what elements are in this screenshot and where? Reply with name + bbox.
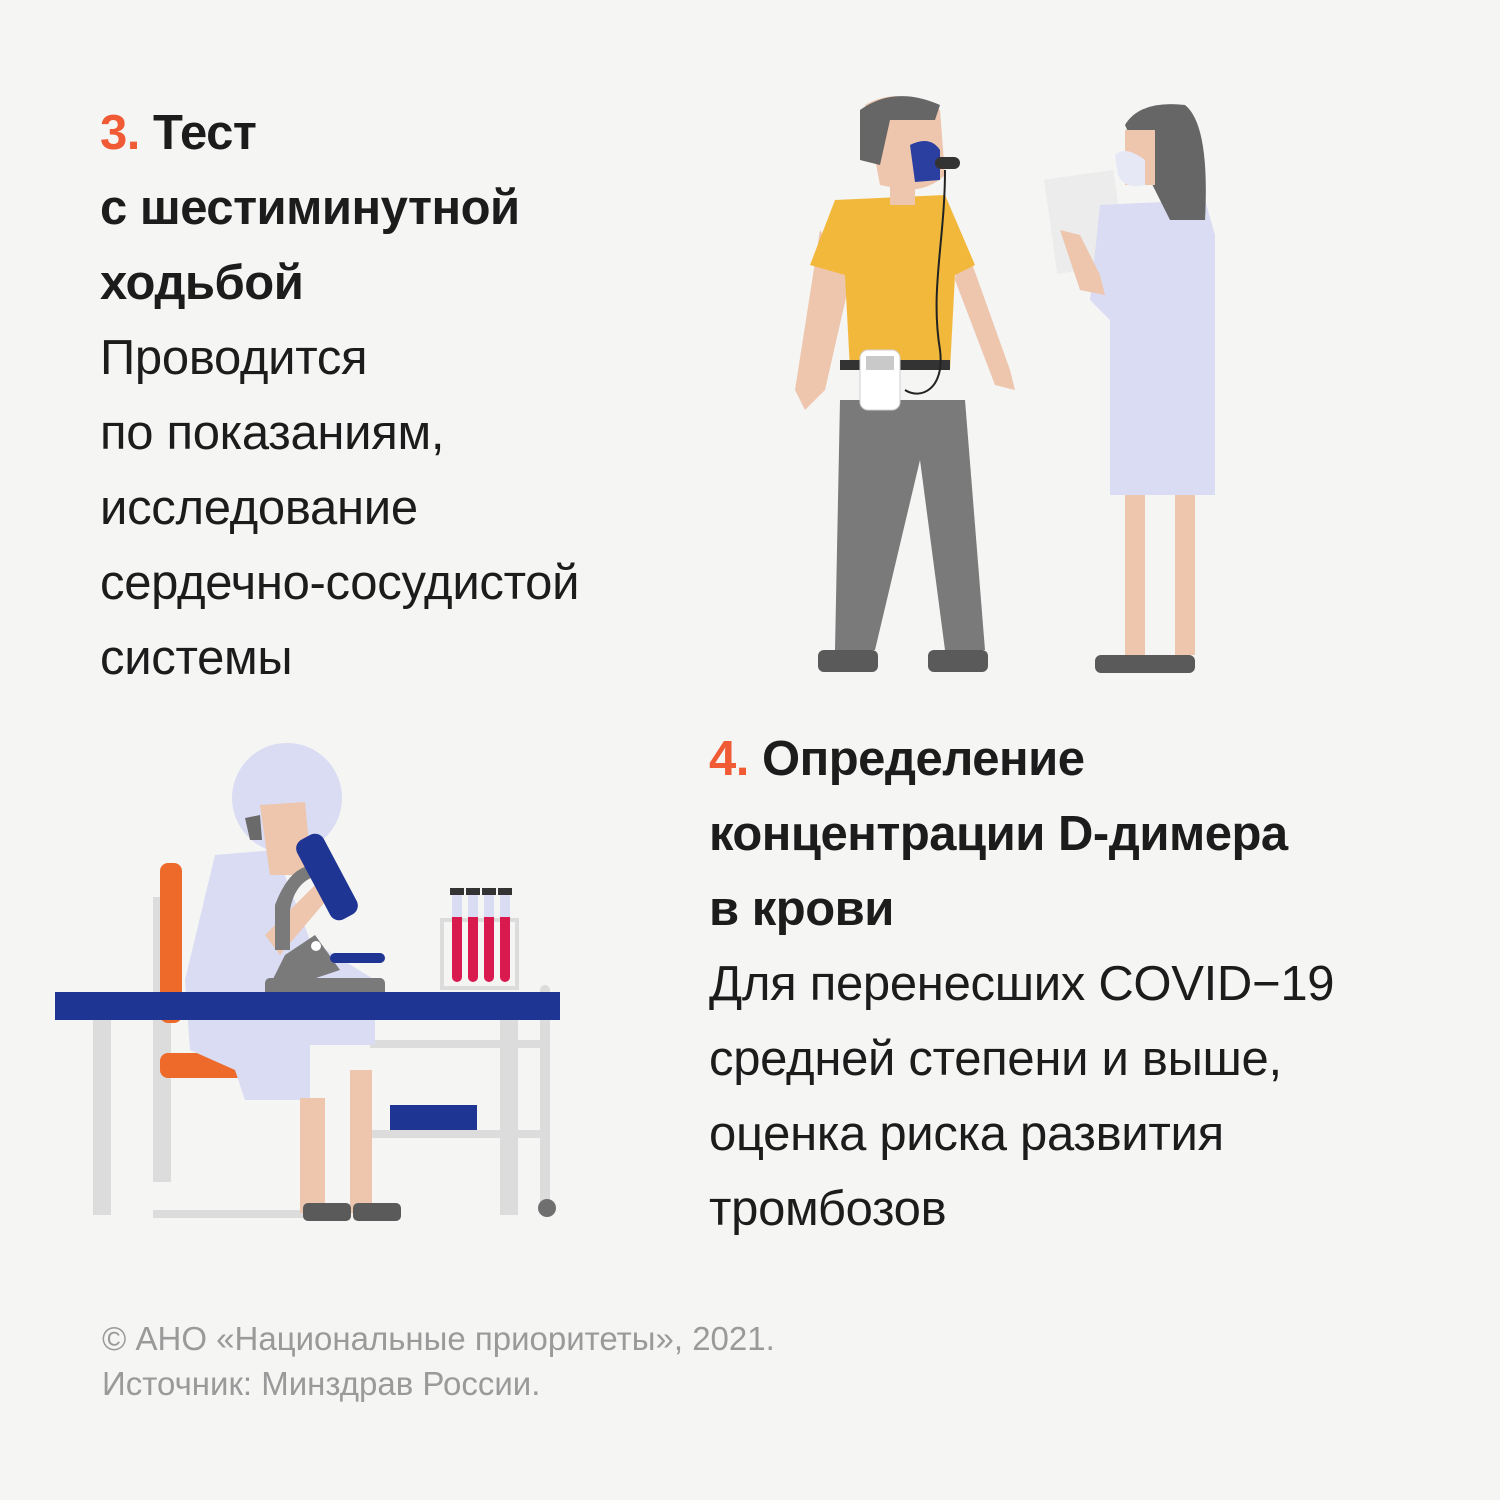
section-4-description: Для перенесших COVID−19 средней степени … bbox=[709, 947, 1449, 1247]
body-line: сердечно-сосудистой bbox=[100, 556, 580, 610]
body-line: по показаниям, bbox=[100, 406, 445, 460]
section-3-number: 3. bbox=[100, 106, 140, 160]
title-line: ходьбой bbox=[100, 256, 304, 310]
section-4-number: 4. bbox=[709, 732, 749, 786]
walking-test-illustration bbox=[795, 96, 1215, 673]
doctor-figure bbox=[1044, 104, 1215, 673]
body-line: Для перенесших COVID−19 bbox=[709, 957, 1335, 1011]
test-tubes bbox=[450, 888, 512, 982]
section-4: 4. Определение концентрации D-димера в к… bbox=[709, 722, 1449, 1247]
copyright-text: © АНО «Национальные приоритеты», 2021. bbox=[102, 1320, 775, 1357]
title-line: Определение bbox=[762, 732, 1085, 786]
patient-figure bbox=[795, 96, 1015, 672]
body-line: оценка риска развития bbox=[709, 1107, 1224, 1161]
body-line: исследование bbox=[100, 481, 418, 535]
body-line: Проводится bbox=[100, 331, 368, 385]
title-line: в крови bbox=[709, 882, 894, 936]
section-3-title: 3. Тест с шестиминутной ходьбой bbox=[100, 96, 720, 321]
lab-microscope-illustration bbox=[55, 743, 560, 1221]
footer: © АНО «Национальные приоритеты», 2021. И… bbox=[102, 1316, 775, 1406]
section-4-title: 4. Определение концентрации D-димера в к… bbox=[709, 722, 1449, 947]
section-3: 3. Тест с шестиминутной ходьбой Проводит… bbox=[100, 96, 720, 696]
section-3-description: Проводится по показаниям, исследование с… bbox=[100, 321, 720, 696]
body-line: тромбозов bbox=[709, 1182, 947, 1236]
source-text: Источник: Минздрав России. bbox=[102, 1365, 541, 1402]
body-line: системы bbox=[100, 631, 293, 685]
title-line: концентрации D-димера bbox=[709, 807, 1288, 861]
title-line: Тест bbox=[153, 106, 257, 160]
title-line: с шестиминутной bbox=[100, 181, 520, 235]
body-line: средней степени и выше, bbox=[709, 1032, 1282, 1086]
